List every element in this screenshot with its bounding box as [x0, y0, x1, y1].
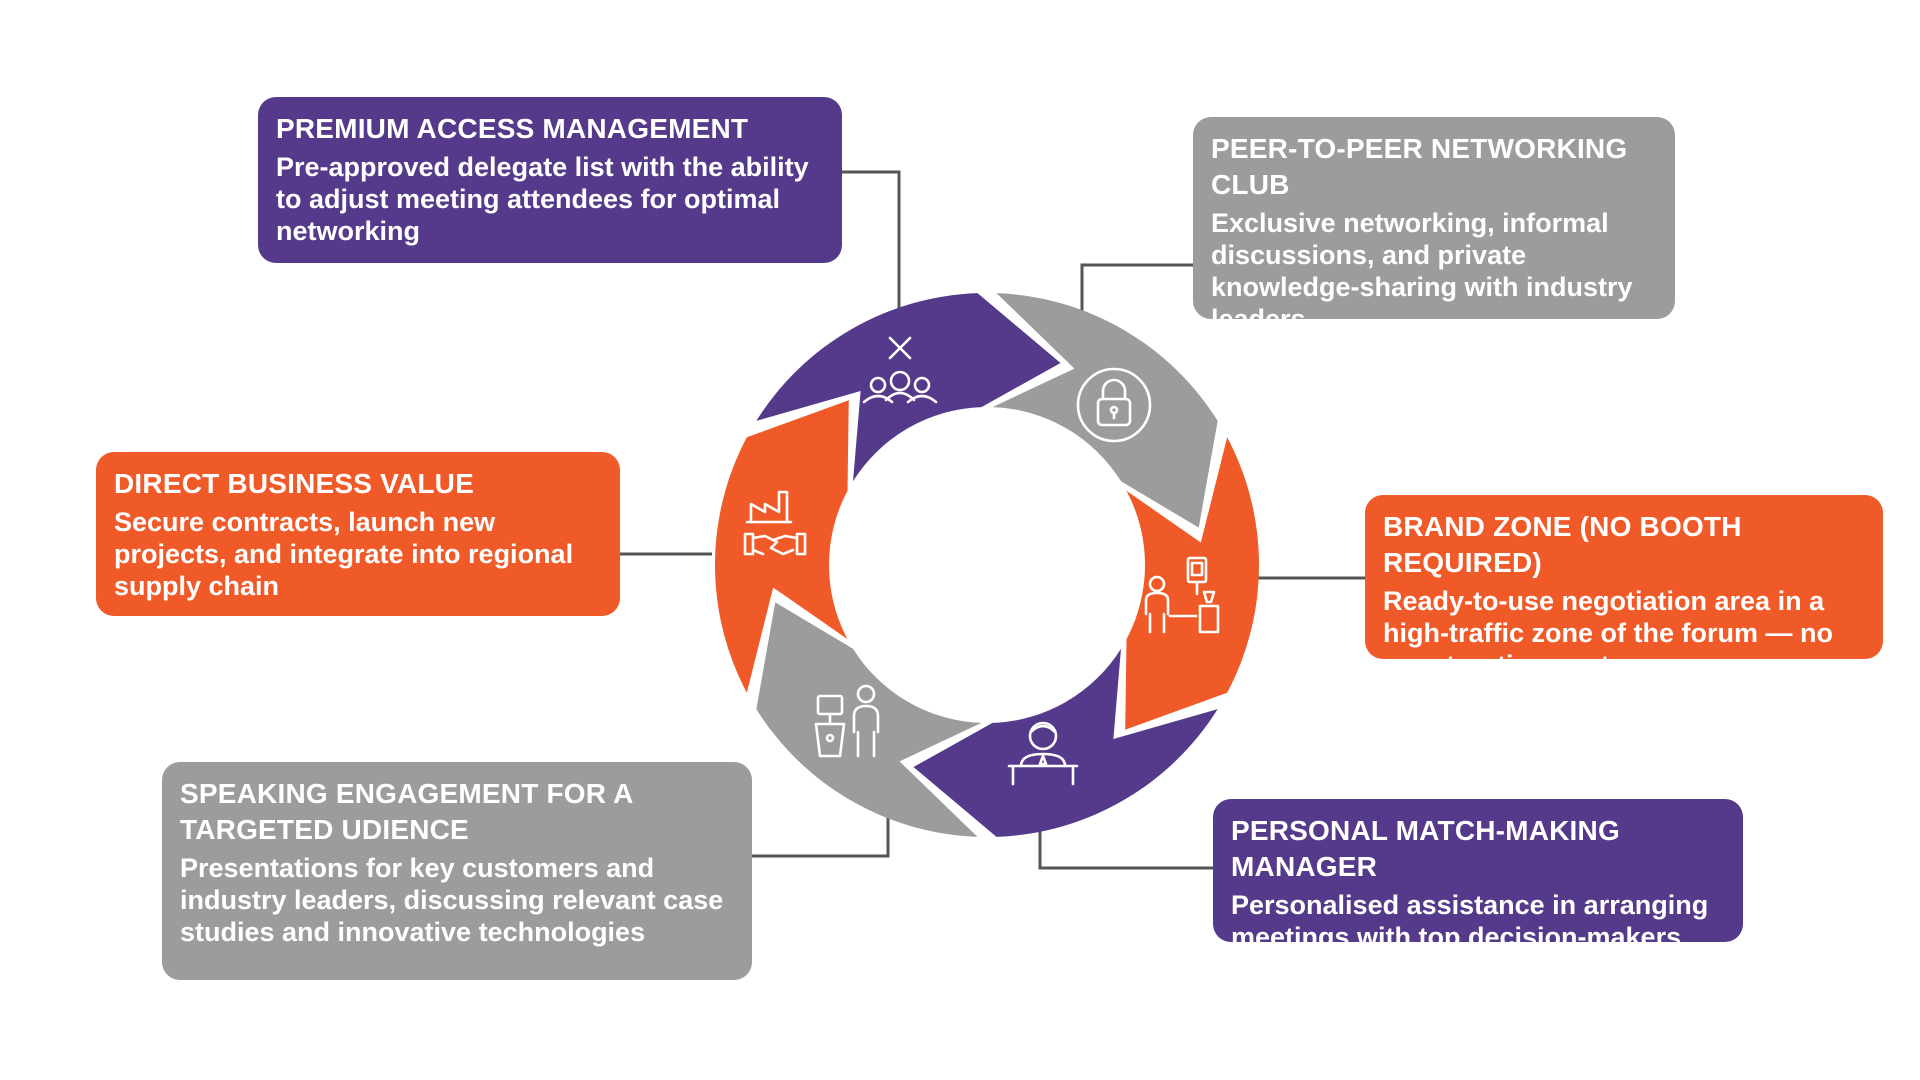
card-title: BRAND ZONE (NO BOOTH REQUIRED)	[1383, 511, 1742, 578]
segment-speaking	[756, 602, 982, 837]
card-description: Secure contracts, launch new projects, a…	[114, 507, 574, 601]
card-title: PREMIUM ACCESS MANAGEMENT	[276, 113, 749, 144]
factory-handshake-icon	[743, 490, 807, 556]
lock-icon	[1076, 367, 1152, 443]
card-description: Exclusive networking, informal discussio…	[1211, 208, 1633, 334]
card-direct-business-value: DIRECT BUSINESS VALUE Secure contracts, …	[96, 452, 620, 616]
card-peer-networking: PEER-TO-PEER NETWORKING CLUB Exclusive n…	[1193, 117, 1675, 334]
segment-personal	[913, 648, 1218, 837]
card-description: Presentations for key customers and indu…	[180, 853, 724, 947]
cycle-ring	[715, 293, 1259, 837]
card-title: DIRECT BUSINESS VALUE	[114, 468, 474, 499]
segment-premium	[756, 293, 1061, 482]
segment-direct	[715, 400, 849, 693]
card-description: Ready-to-use negotiation area in a high-…	[1383, 586, 1833, 680]
card-title: SPEAKING ENGAGEMENT FOR A TARGETED UDIEN…	[180, 778, 633, 845]
card-personal-match-making: PERSONAL MATCH-MAKING MANAGER Personalis…	[1213, 799, 1743, 952]
segment-peer	[992, 293, 1218, 528]
manager-desk-icon	[1007, 721, 1079, 786]
card-speaking-engagement: SPEAKING ENGAGEMENT FOR A TARGETED UDIEN…	[162, 762, 752, 980]
segment-icons	[743, 336, 1220, 786]
booth-presenter-icon	[1144, 556, 1220, 634]
card-title: PEER-TO-PEER NETWORKING CLUB	[1211, 133, 1628, 200]
connector-premium	[842, 170, 901, 316]
card-premium-access: PREMIUM ACCESS MANAGEMENT Pre-approved d…	[258, 97, 842, 263]
speaker-podium-icon	[814, 684, 880, 758]
card-title: PERSONAL MATCH-MAKING MANAGER	[1231, 815, 1620, 882]
card-brand-zone: BRAND ZONE (NO BOOTH REQUIRED) Ready-to-…	[1365, 495, 1883, 680]
people-cross-icon	[862, 336, 938, 404]
card-description: Pre-approved delegate list with the abil…	[276, 152, 809, 246]
segment-brand	[1125, 437, 1259, 730]
card-description: Personalised assistance in arranging mee…	[1231, 890, 1709, 952]
